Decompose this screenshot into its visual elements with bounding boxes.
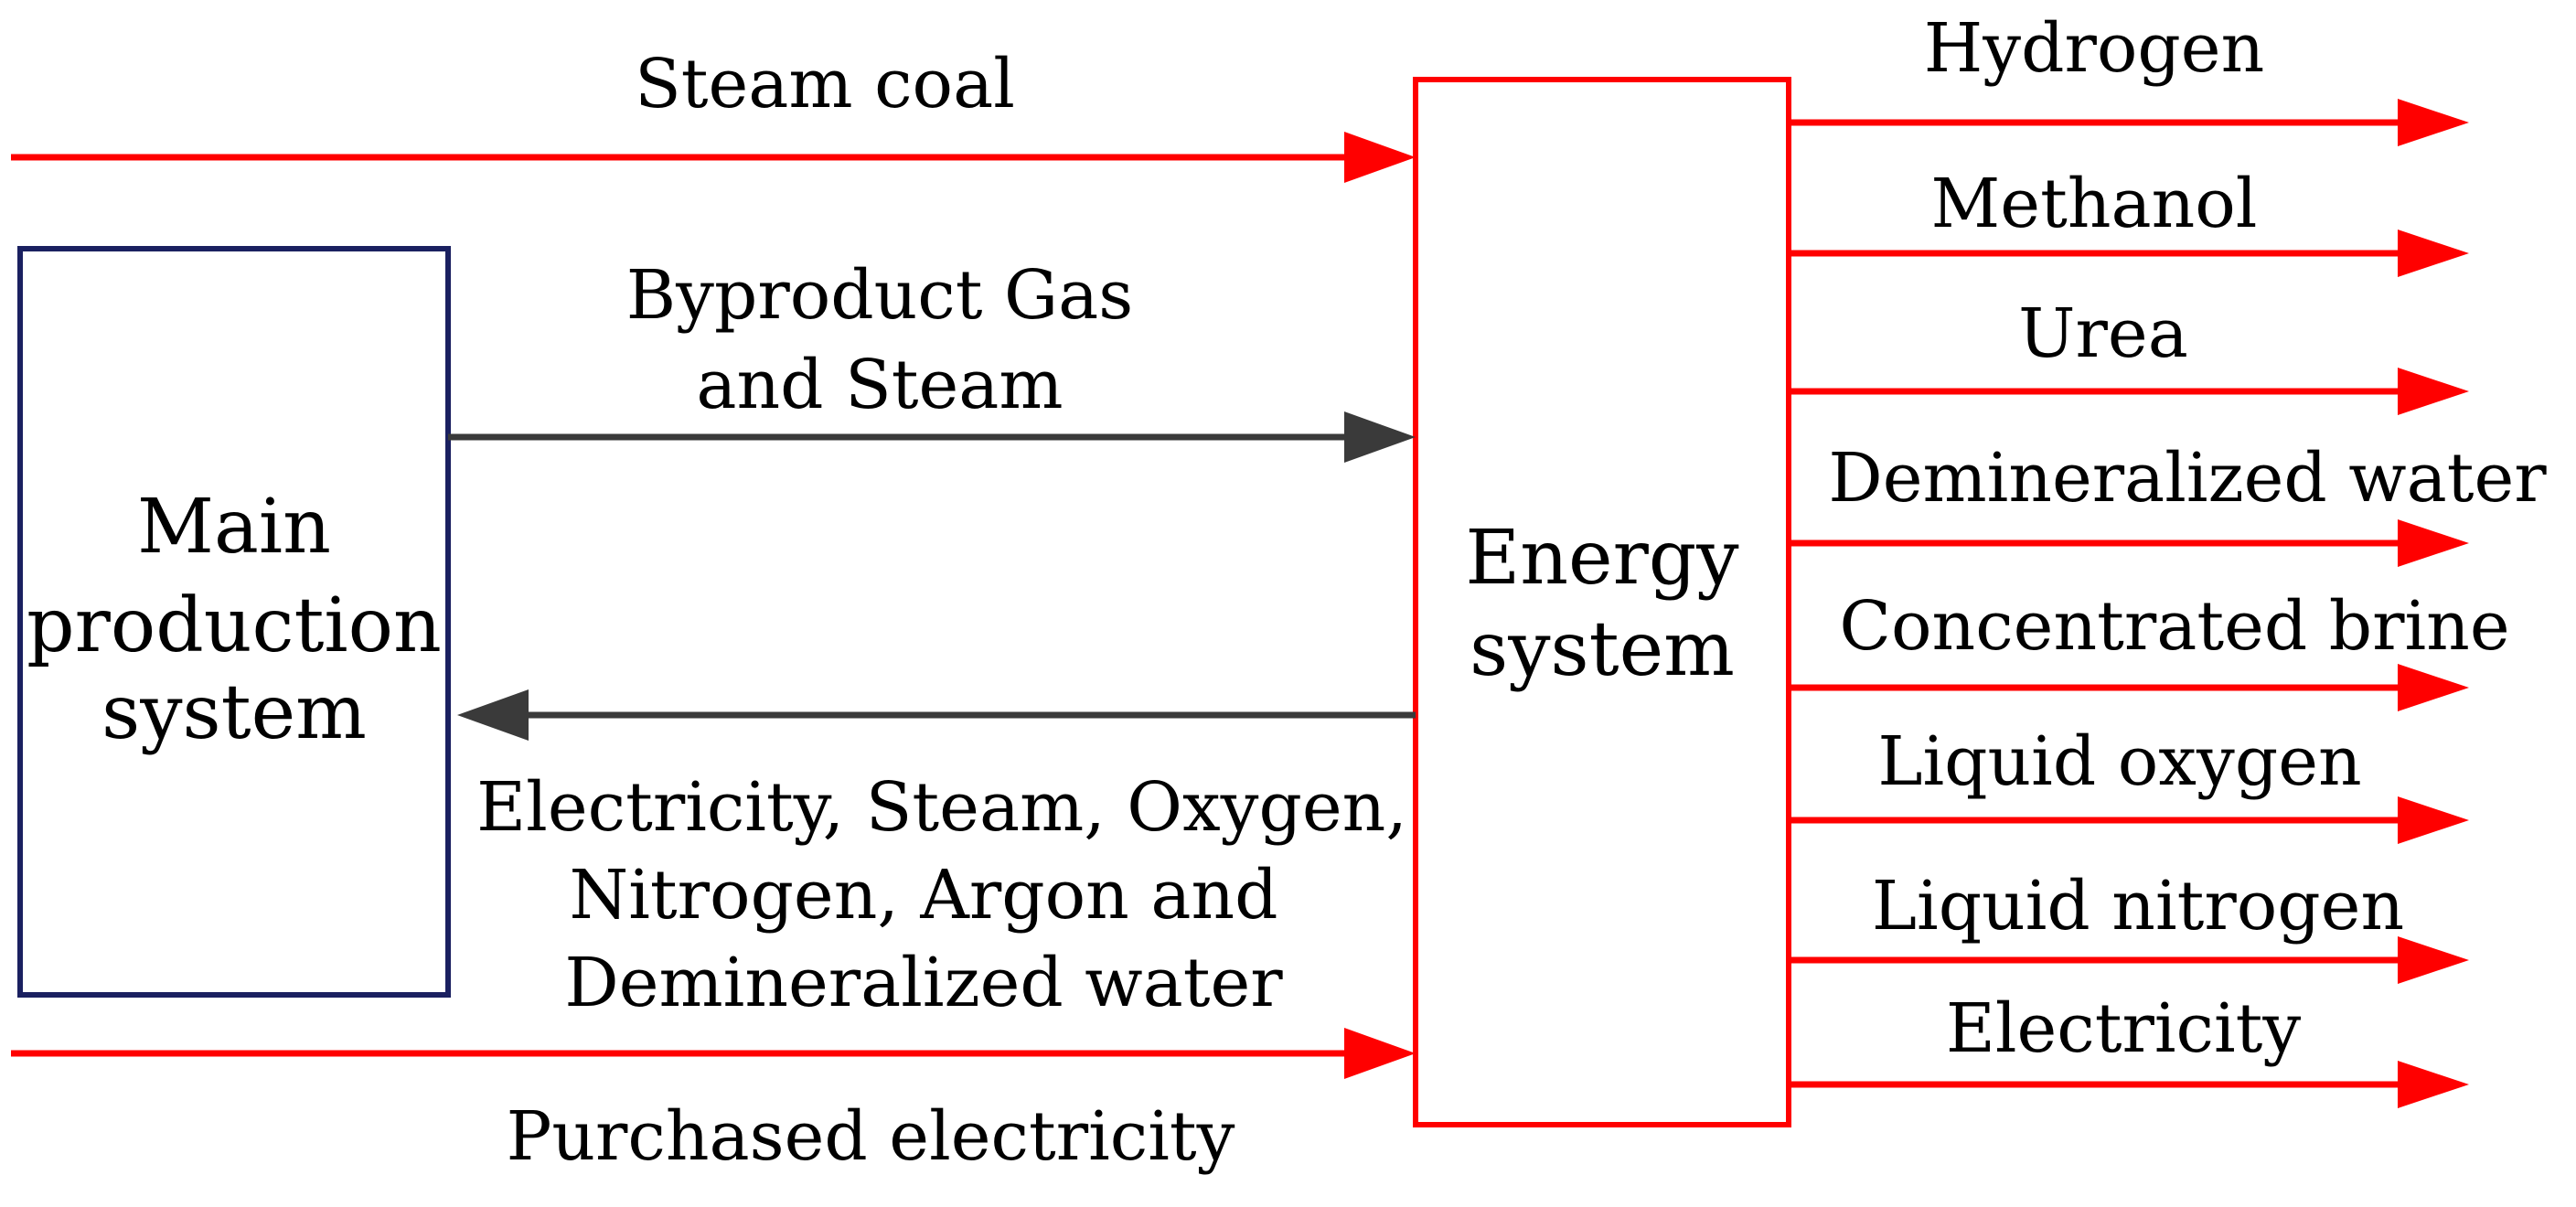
- output-liquid-nitrogen: Liquid nitrogen: [1789, 867, 2469, 984]
- main-production-label-1: Main: [137, 484, 331, 571]
- output-label: Electricity: [1946, 989, 2302, 1068]
- steam-coal-arrowhead: [1344, 132, 1416, 183]
- output-concentrated-brine: Concentrated brine: [1789, 587, 2510, 711]
- byproduct-arrowhead: [1344, 411, 1416, 463]
- output-label: Demineralized water: [1828, 439, 2547, 518]
- output-urea: Urea: [1789, 294, 2469, 415]
- output-demineralized-water: Demineralized water: [1789, 439, 2547, 567]
- purchased-electricity-label: Purchased electricity: [507, 1097, 1235, 1176]
- output-label: Urea: [2018, 294, 2188, 373]
- energy-system-label-2: system: [1470, 606, 1735, 693]
- energy-system-box: [1413, 77, 1791, 1127]
- output-label: Liquid oxygen: [1877, 722, 2361, 801]
- output-arrowhead: [2398, 368, 2469, 415]
- output-label: Concentrated brine: [1839, 587, 2509, 666]
- output-label: Methanol: [1931, 165, 2258, 243]
- output-arrowhead: [2398, 796, 2469, 844]
- energy-system-label-1: Energy: [1465, 515, 1739, 602]
- return-flow-label-1: Electricity, Steam, Oxygen,: [476, 768, 1407, 847]
- output-arrowhead: [2398, 1061, 2469, 1108]
- return-flow-arrowhead: [457, 689, 529, 741]
- output-electricity: Electricity: [1789, 989, 2469, 1108]
- output-label: Liquid nitrogen: [1872, 867, 2404, 945]
- output-liquid-oxygen: Liquid oxygen: [1789, 722, 2469, 844]
- byproduct-label-2: and Steam: [696, 346, 1063, 424]
- return-flow-label-3: Demineralized water: [564, 944, 1283, 1022]
- main-production-label-2: production: [27, 582, 442, 669]
- output-arrowhead: [2398, 664, 2469, 711]
- main-production-box: [17, 246, 451, 998]
- output-methanol: Methanol: [1789, 165, 2469, 277]
- output-hydrogen: Hydrogen: [1789, 9, 2469, 146]
- output-arrowhead: [2398, 519, 2469, 567]
- output-arrowhead: [2398, 936, 2469, 984]
- byproduct-label-1: Byproduct Gas: [626, 256, 1133, 335]
- steam-coal-label: Steam coal: [635, 45, 1015, 123]
- output-arrowhead: [2398, 99, 2469, 146]
- main-production-label-3: system: [102, 669, 367, 756]
- output-arrowhead: [2398, 230, 2469, 277]
- purchased-electricity-arrowhead: [1344, 1028, 1416, 1079]
- return-flow-label-2: Nitrogen, Argon and: [569, 856, 1277, 935]
- output-label: Hydrogen: [1924, 9, 2264, 88]
